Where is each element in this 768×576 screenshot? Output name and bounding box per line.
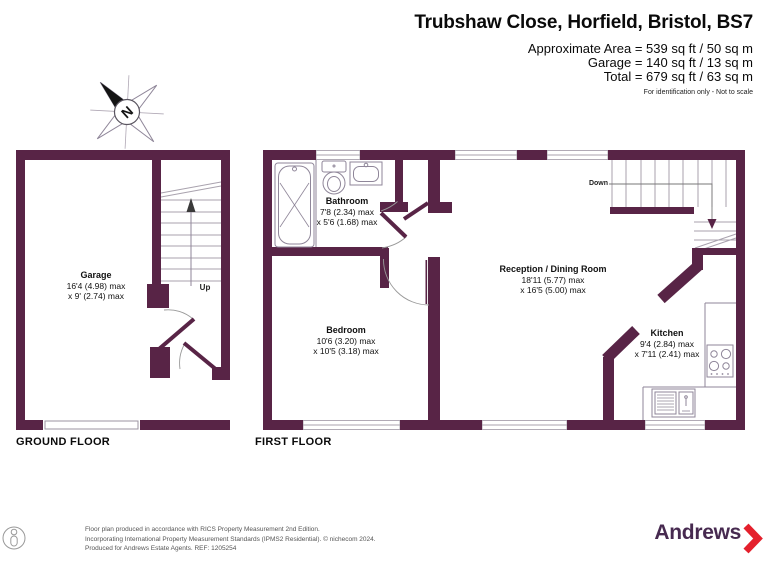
room-label-reception: Reception / Dining Room 18'11 (5.77) max… bbox=[500, 264, 607, 295]
ground-floor-walls bbox=[16, 150, 230, 430]
footer-line: Produced for Andrews Estate Agents. REF:… bbox=[85, 545, 237, 552]
ground-door-leaves bbox=[157, 317, 220, 373]
room-dim: x 16'5 (5.00) max bbox=[520, 284, 586, 295]
footer-line: Floor plan produced in accordance with R… bbox=[85, 526, 320, 533]
total-area-line: Total = 679 sq ft / 63 sq m bbox=[603, 69, 753, 84]
compass-icon: N bbox=[90, 75, 164, 149]
room-label-bedroom: Bedroom 10'6 (3.20) max x 10'5 (3.18) ma… bbox=[313, 325, 378, 356]
toilet-icon bbox=[321, 160, 347, 195]
room-dim: x 10'5 (3.18) max bbox=[313, 345, 379, 356]
ground-door-arcs bbox=[163, 309, 194, 370]
room-name: Reception / Dining Room bbox=[499, 264, 607, 274]
room-dim: 7'8 (2.34) max bbox=[319, 206, 375, 217]
bath-icon bbox=[274, 162, 315, 248]
disclaimer-text: For identification only - Not to scale bbox=[643, 89, 753, 96]
room-dim: x 9' (2.74) max bbox=[68, 290, 124, 301]
first-floor-plan bbox=[263, 150, 745, 430]
andrews-logo: Andrews bbox=[654, 521, 763, 545]
landing-door-leaves bbox=[379, 201, 430, 239]
approximate-area-line: Approximate Area = 539 sq ft / 50 sq m bbox=[527, 41, 753, 56]
chevron-icon bbox=[743, 523, 763, 554]
footer-disclaimer: Floor plan produced in accordance with R… bbox=[85, 525, 376, 554]
room-label-bathroom: Bathroom 7'8 (2.34) max x 5'6 (1.68) max bbox=[317, 196, 378, 227]
brand-name: Andrews bbox=[654, 521, 741, 544]
room-dim: 9'4 (2.84) max bbox=[639, 338, 695, 349]
bathroom-fixtures bbox=[274, 160, 383, 248]
room-name: Bedroom bbox=[326, 325, 366, 335]
basin-icon bbox=[349, 161, 383, 186]
room-label-garage: Garage 16'4 (4.98) max x 9' (2.74) max bbox=[67, 270, 126, 301]
page-title: Trubshaw Close, Horfield, Bristol, BS7 bbox=[414, 12, 753, 33]
footer-line: Incorporating International Property Mea… bbox=[85, 535, 376, 543]
room-dim: x 5'6 (1.68) max bbox=[316, 216, 378, 227]
header: Trubshaw Close, Horfield, Bristol, BS7 A… bbox=[414, 12, 753, 96]
room-name: Garage bbox=[80, 270, 112, 280]
room-dim: x 7'11 (2.41) max bbox=[634, 348, 700, 359]
ground-floor-plan bbox=[16, 150, 230, 430]
windows-top bbox=[315, 150, 609, 160]
kitchen-fixtures bbox=[651, 344, 734, 418]
garage-area-line: Garage = 140 sq ft / 13 sq m bbox=[587, 55, 753, 70]
kitchen-sink-icon bbox=[651, 388, 696, 418]
down-path-line bbox=[609, 183, 713, 220]
stairs-down-label: Down bbox=[588, 180, 608, 187]
angled-walls bbox=[602, 261, 702, 363]
stairs-up-label: Up bbox=[199, 283, 211, 292]
up-arrow-icon bbox=[186, 198, 196, 212]
first-floor-label: FIRST FLOOR bbox=[255, 436, 332, 448]
nichecom-logo-icon bbox=[2, 526, 26, 550]
ground-floor-label: GROUND FLOOR bbox=[16, 436, 111, 448]
room-name: Bathroom bbox=[325, 196, 369, 206]
room-dim: 16'4 (4.98) max bbox=[66, 280, 126, 291]
room-dim: 18'11 (5.77) max bbox=[521, 274, 585, 285]
first-floor-stairs bbox=[611, 160, 737, 253]
first-floor-walls bbox=[263, 150, 745, 430]
down-arrow-icon bbox=[707, 219, 717, 229]
kitchen-counter bbox=[642, 302, 736, 420]
room-dim: 10'6 (3.20) max bbox=[316, 335, 376, 346]
room-label-kitchen: Kitchen 9'4 (2.84) max x 7'11 (2.41) max bbox=[635, 328, 700, 359]
hob-icon bbox=[706, 344, 734, 378]
room-name: Kitchen bbox=[650, 328, 684, 338]
ground-stairs bbox=[160, 181, 222, 286]
garage-door bbox=[44, 420, 139, 430]
